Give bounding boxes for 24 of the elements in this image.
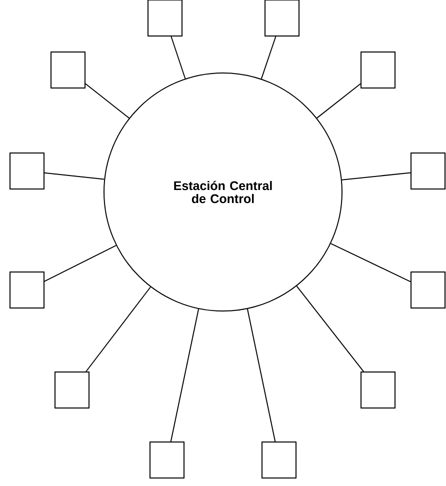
terminal-box <box>10 152 44 190</box>
connector-line <box>330 243 411 282</box>
terminal-box <box>54 372 90 408</box>
connector-line <box>86 286 152 372</box>
terminal-box <box>148 0 182 36</box>
connector-line <box>44 172 105 180</box>
terminal-box <box>264 0 300 36</box>
connector-line <box>296 286 364 372</box>
connector-line <box>316 83 361 119</box>
terminal-box <box>10 272 44 308</box>
connector-line <box>170 308 200 442</box>
connector-line <box>246 308 276 442</box>
terminal-box <box>410 272 446 308</box>
connector-line <box>341 172 411 180</box>
connector-line <box>170 36 186 80</box>
terminal-box <box>360 52 396 88</box>
terminal-box <box>262 442 296 478</box>
connector-line <box>44 244 117 282</box>
terminal-box <box>50 52 86 88</box>
terminal-box <box>410 152 446 190</box>
connector-line <box>85 83 130 119</box>
connector-line <box>260 36 276 80</box>
terminal-box <box>360 372 396 408</box>
terminal-box <box>150 442 184 478</box>
